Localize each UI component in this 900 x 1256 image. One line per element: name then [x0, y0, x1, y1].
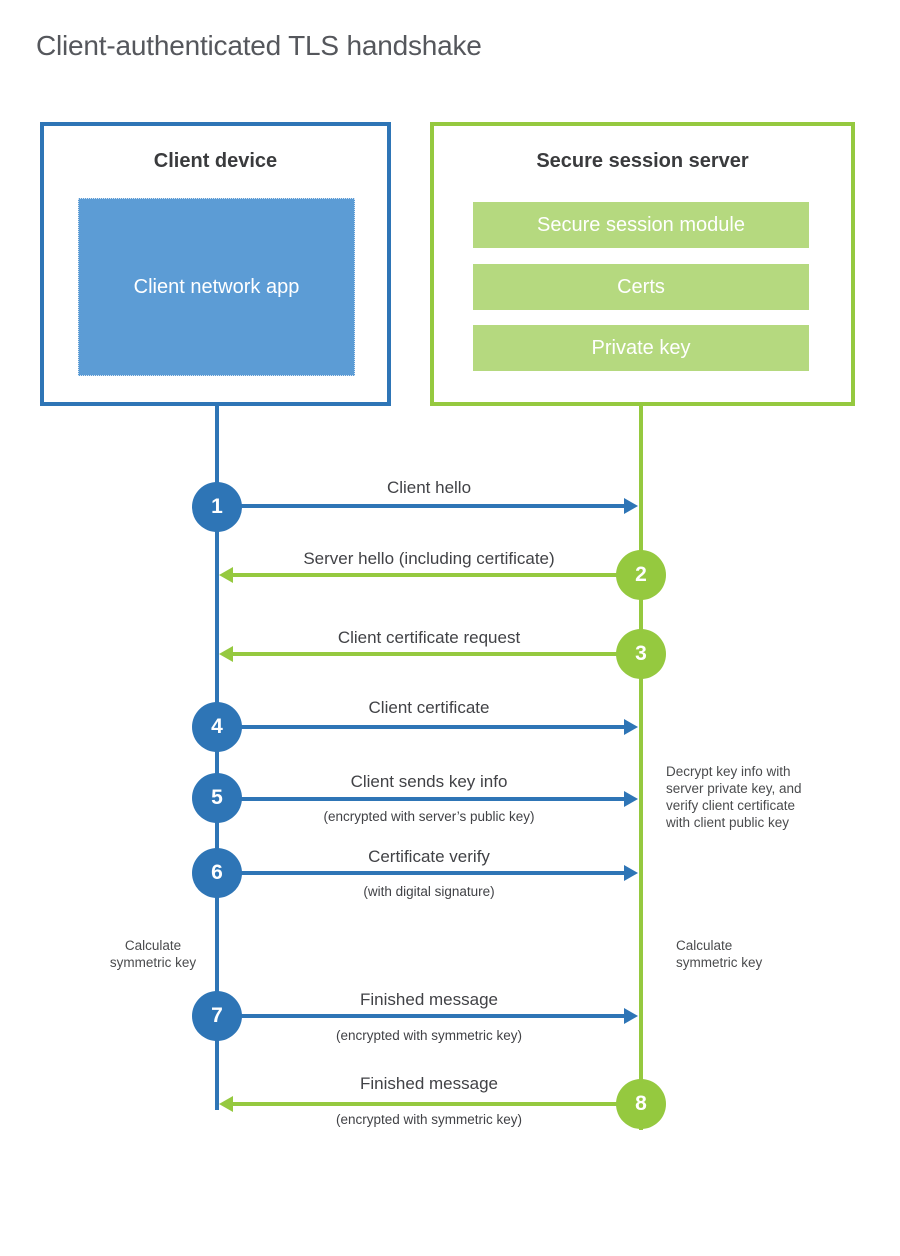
arrow-8-head-icon [219, 1096, 233, 1112]
note-calculate-symmetric-key-server: Calculate symmetric key [676, 938, 763, 970]
arrow-6-head-icon [624, 865, 638, 881]
step-circle-2: 2 [616, 550, 666, 600]
note-decrypt-key-info: Decrypt key info with server private key… [666, 764, 802, 830]
arrow-7-line [217, 1014, 625, 1018]
step-circle-8: 8 [616, 1079, 666, 1129]
step-circle-4: 4 [192, 702, 242, 752]
message-label-4: Client certificate [368, 698, 490, 717]
server-module-secure-session: Secure session module [473, 202, 809, 248]
client-device-box: Client device Client network app [40, 122, 391, 406]
message-label-6: Certificate verify [368, 847, 490, 866]
server-lifeline [639, 404, 643, 1130]
arrow-4-head-icon [624, 719, 638, 735]
arrow-8-line [231, 1102, 641, 1106]
message-sub-6: (with digital signature) [363, 884, 495, 899]
step-circle-7: 7 [192, 991, 242, 1041]
arrow-1-line [217, 504, 625, 508]
message-label-5: Client sends key info [350, 772, 508, 791]
diagram-title: Client-authenticated TLS handshake [36, 30, 482, 61]
step-circle-6: 6 [192, 848, 242, 898]
message-label-1: Client hello [386, 478, 472, 497]
message-label-7: Finished message [360, 990, 498, 1009]
arrow-2-head-icon [219, 567, 233, 583]
step-circle-1: 1 [192, 482, 242, 532]
arrow-2-line [231, 573, 641, 577]
server-module-certs: Certs [473, 264, 809, 310]
message-label-3: Client certificate request [337, 628, 521, 647]
step-circle-3: 3 [616, 629, 666, 679]
message-label-8: Finished message [360, 1074, 498, 1093]
arrow-1-head-icon [624, 498, 638, 514]
server-title: Secure session server [536, 150, 749, 172]
message-sub-7: (encrypted with symmetric key) [335, 1028, 523, 1043]
arrow-6-line [217, 871, 625, 875]
message-sub-8: (encrypted with symmetric key) [335, 1112, 523, 1127]
client-lifeline [215, 404, 219, 1110]
server-module-private-key: Private key [473, 325, 809, 371]
client-network-app-label: Client network app [133, 275, 300, 298]
arrow-5-head-icon [624, 791, 638, 807]
arrow-3-head-icon [219, 646, 233, 662]
client-network-app-box: Client network app [78, 198, 355, 376]
client-device-title: Client device [153, 150, 278, 172]
arrow-4-line [217, 725, 625, 729]
step-circle-5: 5 [192, 773, 242, 823]
arrow-5-line [217, 797, 625, 801]
arrow-3-line [231, 652, 641, 656]
server-box: Secure session server Secure session mod… [430, 122, 855, 406]
note-calculate-symmetric-key-client: Calculate symmetric key [109, 938, 197, 970]
arrow-7-head-icon [624, 1008, 638, 1024]
message-sub-5: (encrypted with server’s public key) [323, 809, 535, 824]
message-label-2: Server hello (including certificate) [303, 549, 555, 568]
